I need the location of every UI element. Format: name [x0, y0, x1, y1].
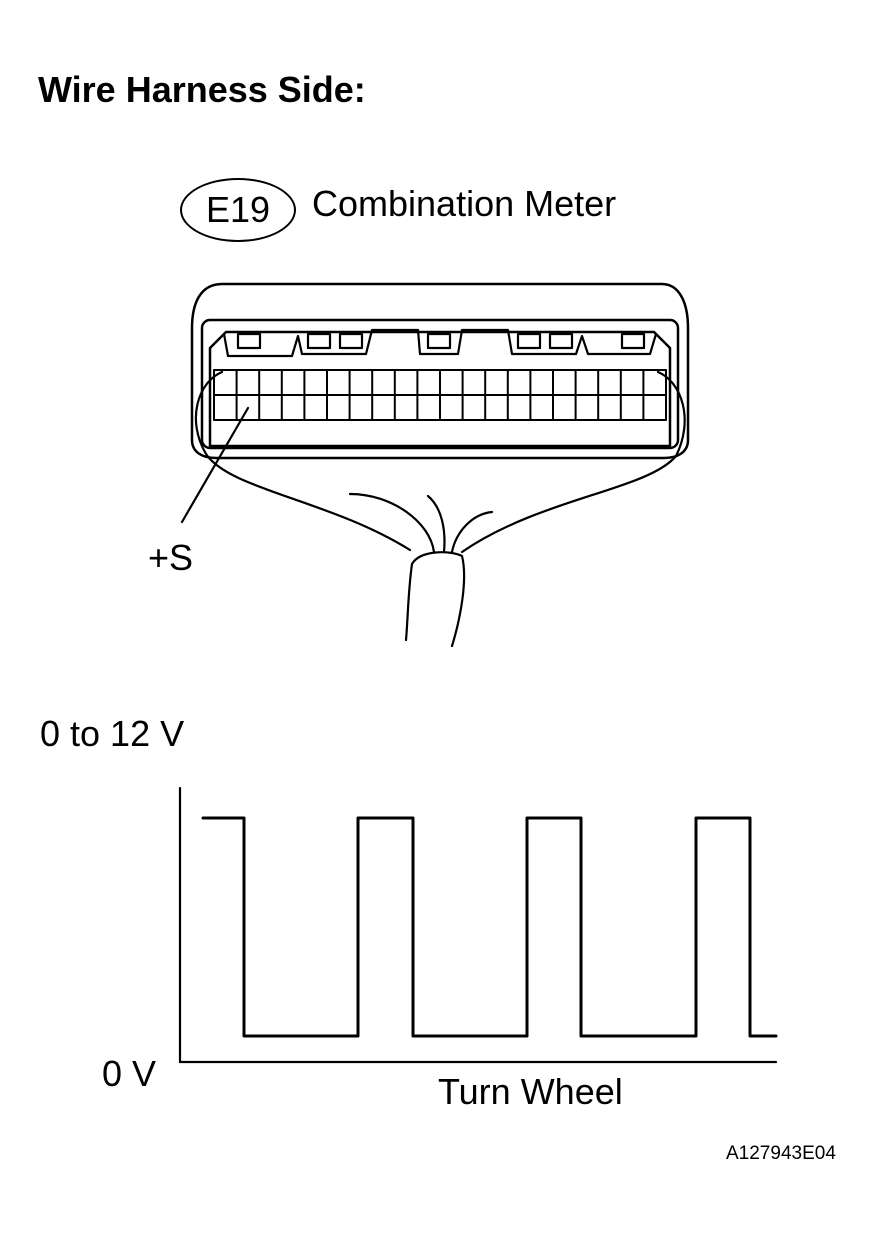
- waveform-x-label: Turn Wheel: [438, 1071, 623, 1112]
- voltage-high-label: 0 to 12 V: [40, 713, 185, 754]
- figure-code: A127943E04: [726, 1143, 836, 1164]
- voltage-low-label: 0 V: [102, 1053, 157, 1094]
- connector-id: E19: [205, 189, 271, 230]
- terminal-grid: [213, 369, 667, 421]
- waveform-axes: [178, 786, 778, 1064]
- square-wave-signal: [201, 816, 778, 1038]
- connector-name: Combination Meter: [312, 183, 617, 224]
- pin-leader-line: [180, 406, 250, 524]
- connector-id-badge: E19: [180, 178, 296, 242]
- connector-key-profile: [222, 328, 658, 358]
- pin-label-plus-s: +S: [148, 537, 194, 578]
- page-title: Wire Harness Side:: [38, 69, 366, 110]
